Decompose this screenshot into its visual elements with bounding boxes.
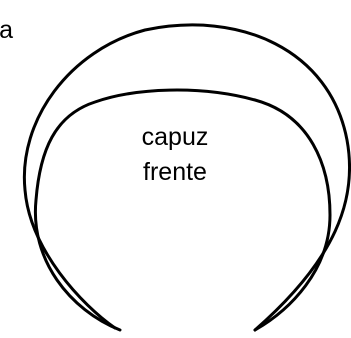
center-label-line1: capuz [142, 123, 209, 151]
center-label-line2: frente [143, 158, 207, 186]
corner-label: a [0, 16, 13, 44]
outer-hood-outline [22, 23, 351, 332]
inner-hood-outline [33, 88, 332, 332]
